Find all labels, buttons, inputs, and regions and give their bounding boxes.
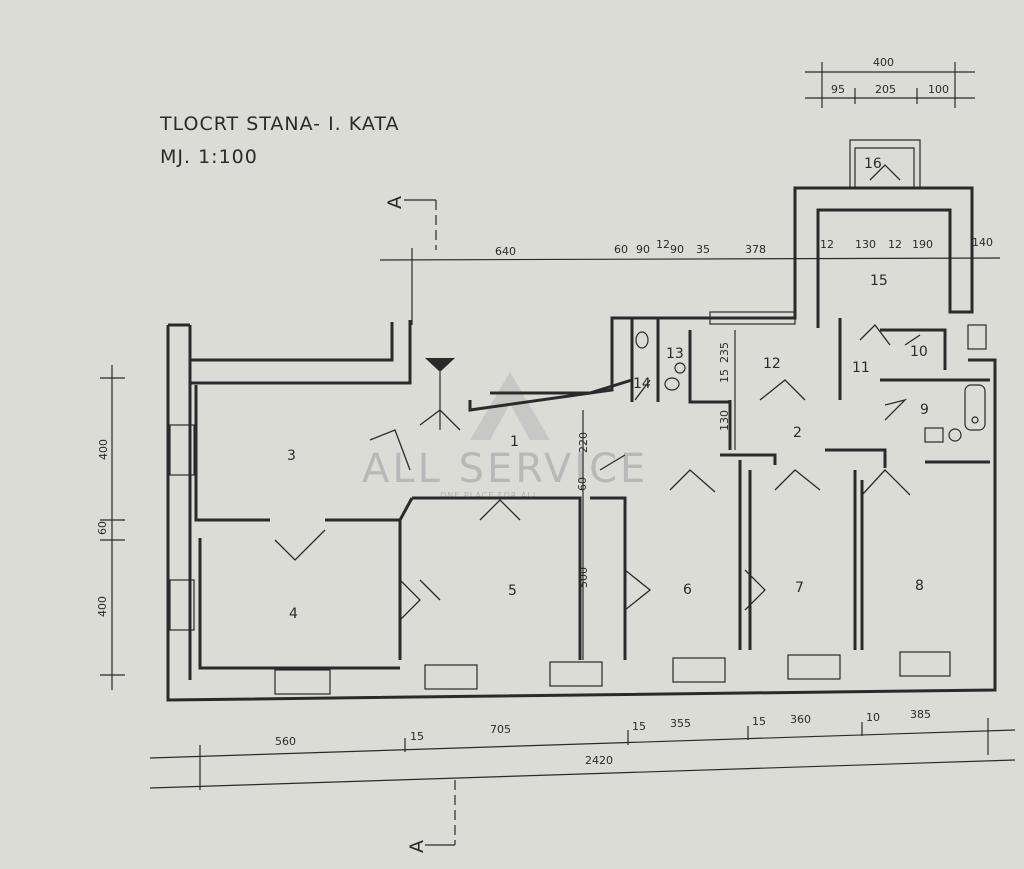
- dim-top-35: 35: [696, 243, 710, 256]
- dim-top-12b: 12: [820, 238, 834, 251]
- room-label-1: 1: [510, 434, 519, 450]
- dim-int-235: 235: [718, 342, 731, 363]
- dim-bottom-15b: 15: [632, 720, 646, 733]
- dim-bottom-360: 360: [790, 713, 811, 726]
- dim-top-640: 640: [495, 245, 516, 258]
- window-room-10: [967, 324, 987, 350]
- dim-top-right-1: 95: [831, 83, 845, 96]
- plan-title: TLOCRT STANA- I. KATA: [159, 113, 400, 135]
- dim-top-130: 130: [855, 238, 876, 251]
- room-label-9: 9: [920, 402, 929, 418]
- window-room-8: [899, 651, 951, 677]
- window-room-5-a: [424, 664, 478, 690]
- sink-icon: [924, 427, 944, 443]
- dim-top-90b: 90: [670, 243, 684, 256]
- dim-bottom-15a: 15: [410, 730, 424, 743]
- dim-top-90a: 90: [636, 243, 650, 256]
- window-room-12: [709, 311, 796, 325]
- dim-top-right-total: 400: [873, 56, 894, 69]
- section-mark-bottom: A: [406, 839, 428, 853]
- dimension-top-right: 400 95 205 100: [805, 56, 975, 108]
- inner-walls: [194, 318, 990, 670]
- dim-top-right-3: 100: [928, 83, 949, 96]
- bathtub-icon: [964, 384, 986, 431]
- dim-top-12a: 12: [656, 238, 670, 251]
- dim-top-140: 140: [972, 236, 993, 249]
- dim-int-15: 15: [718, 369, 731, 383]
- washbasin-icon: [948, 428, 962, 442]
- dim-bottom-355: 355: [670, 717, 691, 730]
- room-label-12: 12: [763, 356, 781, 372]
- dim-bottom-385: 385: [910, 708, 931, 721]
- dim-int-500: 500: [577, 567, 590, 588]
- window-room-4-bottom: [274, 669, 331, 695]
- watermark-brand: ALL SERVICE: [362, 446, 648, 492]
- dim-bottom-15c: 15: [752, 715, 766, 728]
- dim-top-12c: 12: [888, 238, 902, 251]
- room-label-4: 4: [289, 606, 298, 622]
- dim-left-400a: 400: [97, 439, 110, 460]
- dimension-interior: 220 60 500 15 235 130: [576, 330, 736, 660]
- window-room-7: [787, 654, 841, 680]
- room-label-14: 14: [633, 376, 651, 392]
- window-room-6: [672, 657, 726, 683]
- dim-left-400b: 400: [96, 596, 109, 617]
- room-label-8: 8: [915, 578, 924, 594]
- watermark-a-icon: [470, 372, 550, 440]
- dim-int-220: 220: [577, 432, 590, 453]
- plan-scale: MJ. 1:100: [160, 146, 258, 168]
- dimension-left-chain: 400 60 400: [96, 365, 125, 690]
- window-room-3: [169, 424, 195, 476]
- dim-left-60: 60: [96, 521, 109, 535]
- dim-top-378: 378: [745, 243, 766, 256]
- outer-walls: [166, 139, 997, 702]
- room-label-16: 16: [864, 156, 882, 172]
- room-label-11: 11: [852, 360, 870, 376]
- bidet-icon: [664, 377, 680, 391]
- dim-int-60: 60: [576, 477, 589, 491]
- windows: [169, 311, 987, 695]
- window-room-5-b: [549, 661, 603, 687]
- room-label-6: 6: [683, 582, 692, 598]
- dim-bottom-705: 705: [490, 723, 511, 736]
- dim-bottom-total: 2420: [585, 754, 613, 767]
- dim-bottom-10: 10: [866, 711, 880, 724]
- dim-bottom-560: 560: [275, 735, 296, 748]
- entrance-marker-icon: [425, 358, 455, 372]
- dimension-top-chain: 640 60 90 12 90 35 378 12 130 12 190 140: [379, 236, 1001, 325]
- section-mark-top: A: [384, 195, 406, 209]
- window-room-4: [169, 579, 195, 631]
- toilet-icon: [635, 331, 649, 349]
- watermark-tagline: ONE PLACE FOR ALL: [440, 491, 538, 500]
- room-label-5: 5: [508, 583, 517, 599]
- doors: [274, 164, 921, 621]
- room-label-2: 2: [793, 425, 802, 441]
- dim-top-right-2: 205: [875, 83, 896, 96]
- sanitary-fixtures: [635, 331, 986, 443]
- dim-top-190: 190: [912, 238, 933, 251]
- room-label-3: 3: [287, 448, 296, 464]
- dim-int-130: 130: [718, 410, 731, 431]
- room-label-7: 7: [795, 580, 804, 596]
- room-label-15: 15: [870, 273, 888, 289]
- room-label-10: 10: [910, 344, 928, 360]
- room-label-13: 13: [666, 346, 684, 362]
- room-labels: 1 2 3 4 5 6 7 8 9 10 11 12 13 14 15 16: [287, 156, 929, 622]
- dim-top-60: 60: [614, 243, 628, 256]
- dimension-bottom-chain: 560 15 705 15 355 15 360 10 385 2420: [149, 708, 1016, 790]
